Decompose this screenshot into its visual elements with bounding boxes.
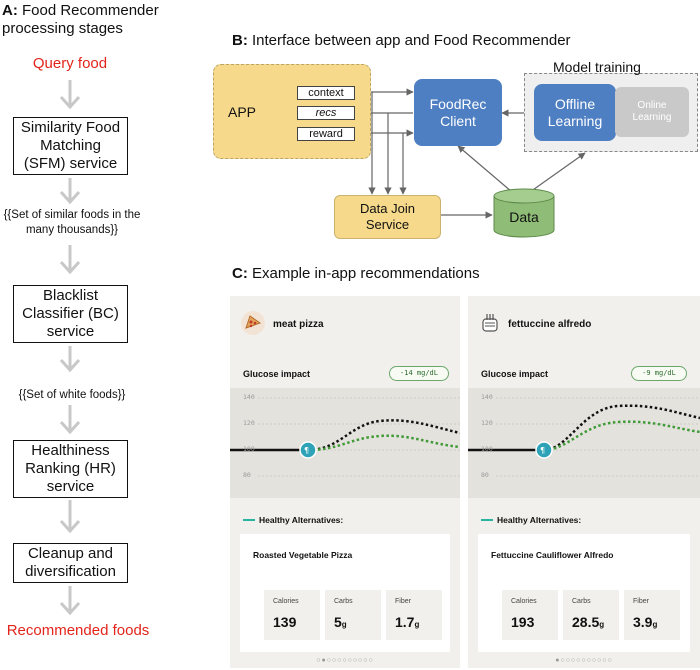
recommendation-card: fettuccine alfredo Glucose impact -9 mg/… [468,296,700,668]
offline-learning-box: Offline Learning [534,84,616,141]
query-food-label: Query food [32,55,108,72]
svg-text:¶: ¶ [540,446,545,455]
y-tick: 100 [243,445,255,453]
app-label: APP [228,104,257,120]
stage-sfm: Similarity Food Matching (SFM) service [13,117,128,175]
alternative-card[interactable]: Fettuccine Cauliflower Alfredo Calories … [478,534,690,652]
y-tick: 120 [243,419,255,427]
panel-a-title: A: Food Recommender processing stages [2,2,159,37]
down-arrow-icon [58,80,82,112]
nutrient-carbs: Carbs 5g [325,590,381,640]
y-tick: 140 [481,393,493,401]
reward-label: reward [297,127,355,141]
white-foods-set: {{Set of white foods}} [18,389,126,401]
nutrient-fiber: Fiber 1.7g [386,590,442,640]
fork-plate-icon [480,312,500,334]
pizza-icon [241,311,265,335]
down-arrow-icon [58,346,82,374]
food-name: meat pizza [273,319,324,330]
down-arrow-icon [58,500,82,536]
nutrient-calories: Calories 193 [502,590,558,640]
context-label: context [297,86,355,100]
pagination-dots[interactable]: ○●○○○○○○○○○ [316,657,374,664]
foodrec-client-box: FoodRec Client [414,79,502,146]
stage-bc: Blacklist Classifier (BC) service [13,285,128,343]
similar-foods-set: {{Set of similar foods in the many thous… [3,209,141,236]
model-training-title: Model training [553,59,641,75]
panel-c-title: C: Example in-app recommendations [232,265,480,282]
dash-icon [243,519,255,521]
dash-icon [481,519,493,521]
data-label: Data [509,209,539,225]
glucose-badge: -14 mg/dL [389,366,449,381]
glucose-impact-label: Glucose impact [481,369,549,379]
y-tick: 140 [243,393,255,401]
down-arrow-icon [58,245,82,277]
pagination-dots[interactable]: ●○○○○○○○○○○ [555,657,613,664]
healthy-alternatives-heading: Healthy Alternatives: [259,515,344,525]
food-name: fettuccine alfredo [508,319,592,330]
nutrient-calories: Calories 139 [264,590,320,640]
stage-cleanup: Cleanup and diversification [13,543,128,583]
recommended-foods-label: Recommended foods [6,622,150,639]
stage-hr: Healthiness Ranking (HR) service [13,440,128,498]
panel-b-title: B: Interface between app and Food Recomm… [232,32,571,49]
glucose-impact-label: Glucose impact [243,369,311,379]
nutrient-carbs: Carbs 28.5g [563,590,619,640]
glucose-badge: -9 mg/dL [631,366,687,381]
down-arrow-icon [58,178,82,206]
data-join-service-box: Data Join Service [334,195,441,239]
y-tick: 100 [481,445,493,453]
glucose-chart: ¶ [230,388,461,498]
alternative-name: Fettuccine Cauliflower Alfredo [491,550,614,560]
alternative-name: Roasted Vegetable Pizza [253,550,353,560]
recommendation-card: meat pizza Glucose impact -14 mg/dL ¶ 14… [230,296,461,668]
y-tick: 120 [481,419,493,427]
healthy-alternatives-heading: Healthy Alternatives: [497,515,582,525]
nutrient-fiber: Fiber 3.9g [624,590,680,640]
recs-label: recs [297,106,355,120]
svg-text:¶: ¶ [304,446,309,455]
data-store-icon [493,188,555,238]
y-tick: 80 [243,471,251,479]
y-tick: 80 [481,471,489,479]
online-learning-box: Online Learning [615,87,689,137]
down-arrow-icon [58,586,82,618]
glucose-chart: ¶ [468,388,700,498]
alternative-card[interactable]: Roasted Vegetable Pizza Calories 139 Car… [240,534,450,652]
down-arrow-icon [58,405,82,437]
